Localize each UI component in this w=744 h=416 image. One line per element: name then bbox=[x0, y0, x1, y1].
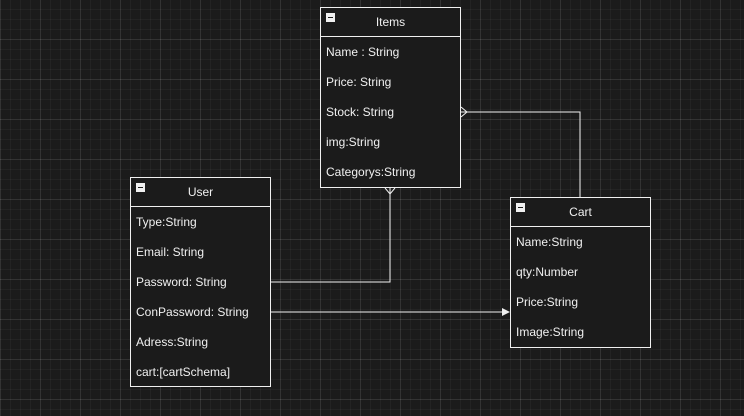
user-field-conpassword[interactable]: ConPassword: String bbox=[136, 305, 249, 319]
user-field-type[interactable]: Type:String bbox=[136, 215, 197, 229]
user-field-email[interactable]: Email: String bbox=[136, 245, 205, 259]
cart-entity-title: Cart bbox=[569, 205, 592, 219]
items-field-price[interactable]: Price: String bbox=[326, 75, 392, 89]
items-entity-header[interactable]: Items bbox=[321, 8, 460, 37]
cart-field-name[interactable]: Name:String bbox=[516, 235, 583, 249]
user-field-adress[interactable]: Adress:String bbox=[136, 335, 209, 349]
user-entity[interactable]: User Type:String Email: String Password:… bbox=[130, 177, 271, 387]
cart-field-price[interactable]: Price:String bbox=[516, 295, 579, 309]
user-field-password[interactable]: Password: String bbox=[136, 275, 227, 289]
items-entity-title: Items bbox=[375, 15, 406, 29]
user-items-crows-foot bbox=[384, 187, 396, 195]
user-cart-arrowhead bbox=[502, 308, 510, 316]
user-items-connector bbox=[271, 188, 391, 283]
user-field-cart[interactable]: cart:[cartSchema] bbox=[136, 365, 231, 379]
cart-field-qty[interactable]: qty:Number bbox=[516, 265, 579, 279]
items-field-img[interactable]: img:String bbox=[326, 135, 381, 149]
cart-entity[interactable]: Cart Name:String qty:Number Price:String… bbox=[510, 197, 651, 348]
items-field-categorys[interactable]: Categorys:String bbox=[326, 165, 416, 179]
items-field-name[interactable]: Name : String bbox=[326, 45, 400, 59]
minus-square-icon[interactable] bbox=[136, 183, 145, 192]
items-entity[interactable]: Items Name : String Price: String Stock:… bbox=[320, 7, 461, 188]
cart-entity-header[interactable]: Cart bbox=[511, 198, 650, 227]
user-entity-title: User bbox=[187, 185, 214, 199]
items-field-stock[interactable]: Stock: String bbox=[326, 105, 395, 119]
minus-square-icon[interactable] bbox=[326, 13, 335, 22]
cart-items-connector bbox=[461, 111, 581, 197]
cart-items-crows-foot bbox=[460, 106, 468, 118]
user-entity-header[interactable]: User bbox=[131, 178, 270, 207]
cart-field-image[interactable]: Image:String bbox=[516, 325, 585, 339]
minus-square-icon[interactable] bbox=[516, 203, 525, 212]
